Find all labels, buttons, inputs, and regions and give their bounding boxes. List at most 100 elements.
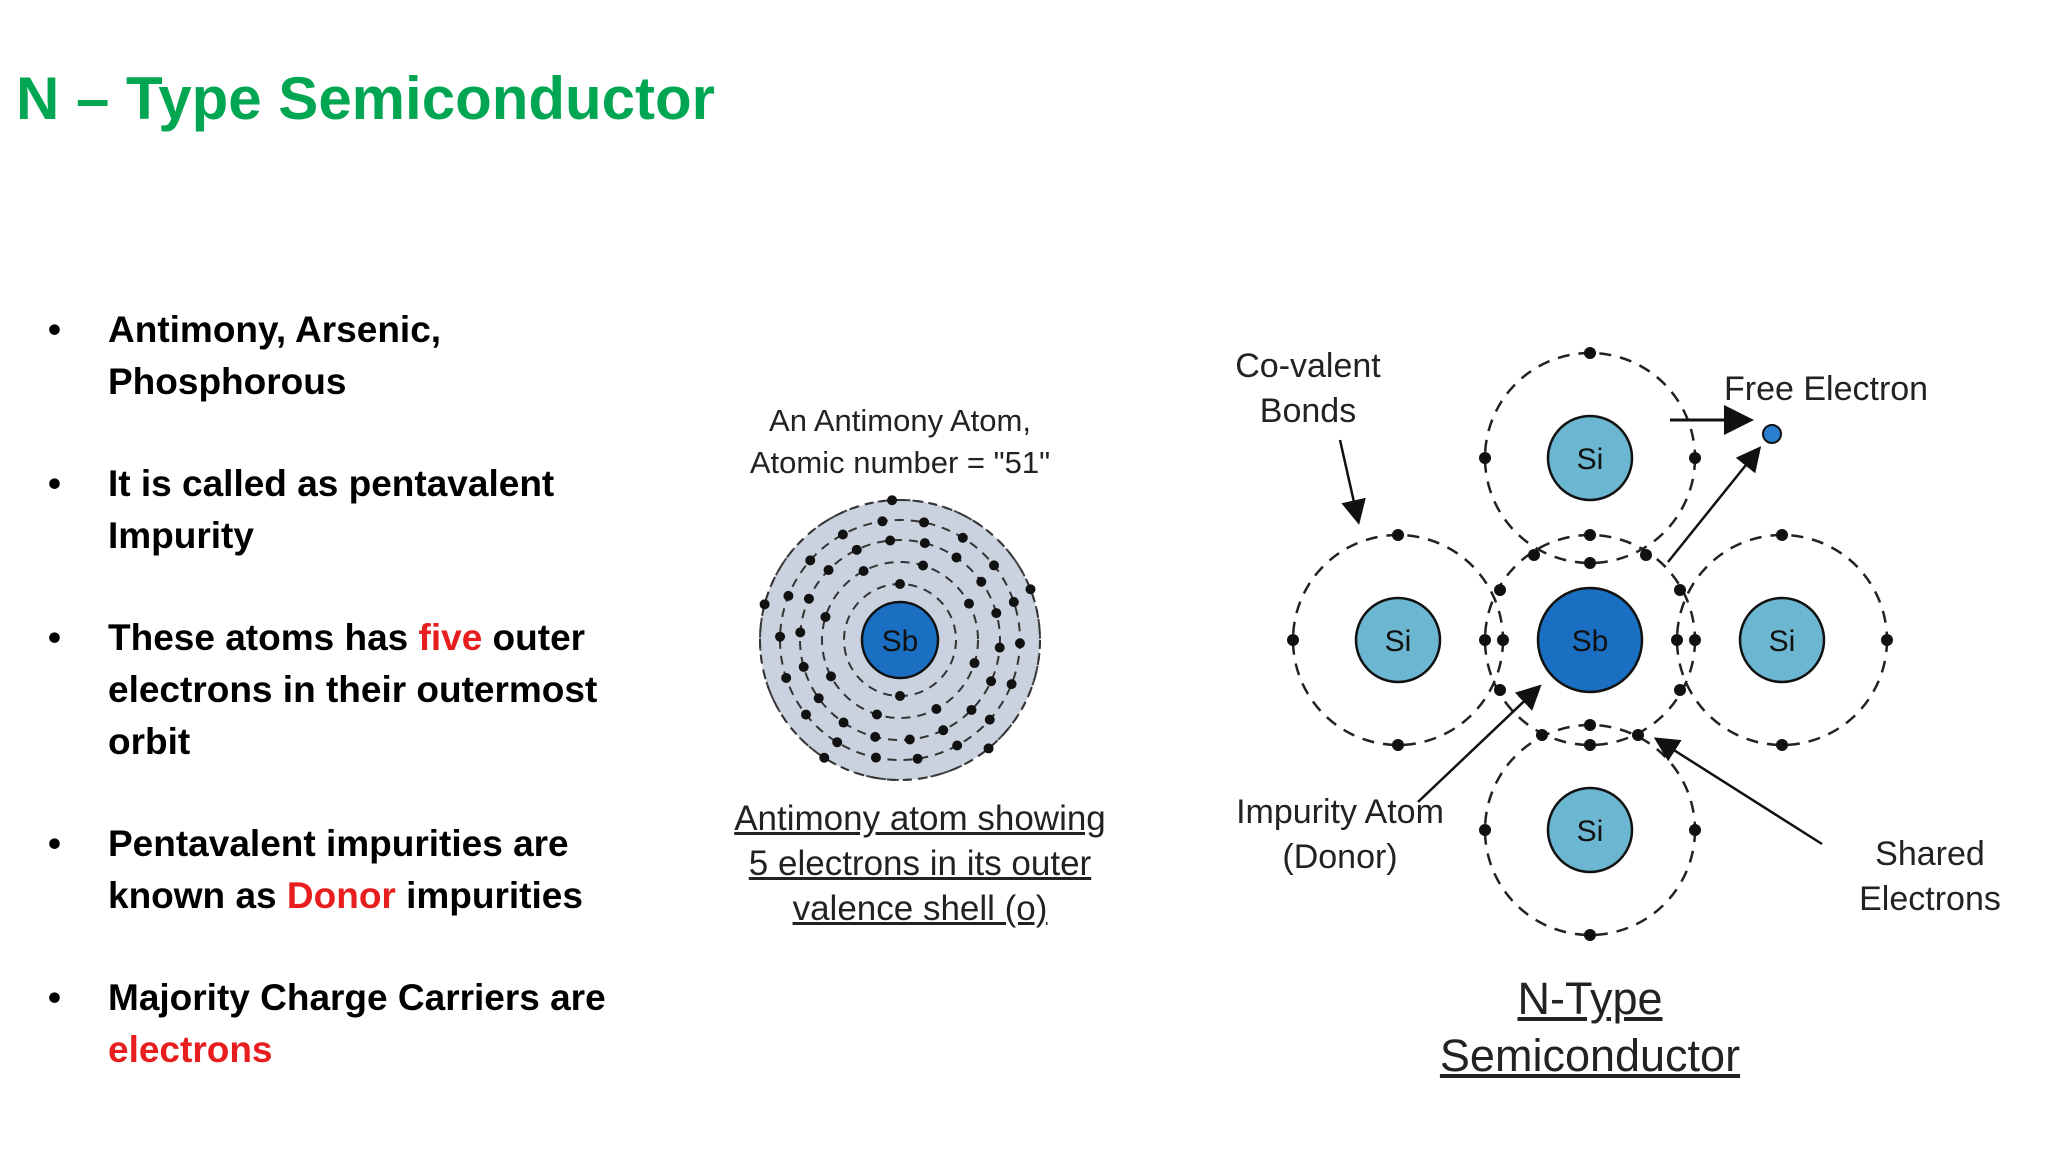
bullet-item: • Antimony, Arsenic, Phosphorous (44, 304, 644, 408)
electron (988, 560, 999, 571)
electron (832, 737, 843, 748)
shared-electron (1528, 549, 1540, 561)
electron (918, 560, 929, 571)
n-type-caption: N-Type Semiconductor (1420, 970, 1760, 1084)
electron (895, 579, 905, 589)
electron (870, 731, 881, 742)
shared-electron (1494, 684, 1506, 696)
electron (1584, 739, 1596, 751)
electron (994, 642, 1005, 653)
electron (938, 725, 949, 736)
bullet-text: outer electrons in their outermost orbit (108, 617, 598, 762)
electron (1392, 529, 1404, 541)
bullet-dot: • (48, 617, 61, 658)
sb-nucleus-label: Sb (882, 625, 919, 658)
electron (912, 753, 923, 764)
si-atom-right-label: Si (1769, 625, 1796, 658)
electron (871, 709, 882, 720)
shared-electrons-arrow (1653, 737, 1823, 846)
electron (1479, 824, 1491, 836)
label-line: Bonds (1259, 392, 1357, 430)
electron (1776, 739, 1788, 751)
electron (819, 752, 830, 763)
si-atom-bottom-nucleus (1546, 786, 1634, 874)
slide-title: N – Type Semiconductor (16, 65, 716, 132)
electron (1671, 634, 1683, 646)
bullet-highlight: Donor (286, 875, 396, 916)
electron (957, 532, 968, 543)
antimony-atom-diagram: Sb (759, 495, 1041, 781)
electron (1497, 634, 1509, 646)
sb-nucleus (860, 600, 940, 680)
bullet-text: These atoms has (108, 617, 419, 658)
electron (1584, 719, 1596, 731)
n-type-caption-line: Semiconductor (1439, 1030, 1741, 1081)
bullet-dot: • (48, 823, 61, 864)
label-shared-electrons: Shared Electrons (1840, 832, 2020, 922)
bullet-text: Antimony, Arsenic, Phosphorous (108, 309, 442, 402)
electron (976, 576, 987, 587)
label-impurity-atom: Impurity Atom (Donor) (1220, 790, 1460, 880)
bond-electrons (1287, 347, 1893, 941)
electron (986, 676, 997, 687)
bullet-dot: • (48, 309, 61, 350)
electron (887, 495, 898, 506)
bullet-item: • Majority Charge Carriers are electrons (44, 972, 644, 1076)
impurity-atom-arrow (1417, 684, 1542, 803)
label-line: Electrons (1859, 880, 2001, 918)
electron (783, 590, 794, 601)
n-type-caption-line: N-Type (1517, 973, 1663, 1024)
electron (984, 714, 995, 725)
label-free-electron: Free Electron (1724, 370, 1929, 408)
electron (1776, 529, 1788, 541)
electron (813, 693, 824, 704)
bullet-text: impurities (395, 875, 583, 916)
electron (870, 752, 881, 763)
bullet-item: • These atoms has five outer electrons i… (44, 612, 644, 768)
bullet-text: Majority Charge Carriers are (108, 977, 606, 1018)
electron (858, 566, 869, 577)
electron (1584, 557, 1596, 569)
electron (803, 593, 814, 604)
electron-shell (799, 539, 1001, 741)
atom-caption-top-line: An Antimony Atom, (769, 403, 1031, 438)
electron (801, 709, 812, 720)
electron (904, 734, 915, 745)
electron (837, 529, 848, 540)
electron (838, 717, 849, 728)
electron (885, 535, 896, 546)
electron (1006, 679, 1017, 690)
electron (805, 555, 816, 566)
free-electron-dot (1762, 424, 1782, 444)
si-atom-left-label: Si (1385, 625, 1412, 658)
bullet-item: • Pentavalent impurities are known as Do… (44, 818, 644, 922)
bullet-text: It is called as pentavalent Impurity (108, 463, 555, 556)
electron (991, 608, 1002, 619)
label-line: Co-valent (1235, 347, 1381, 385)
electron (1584, 347, 1596, 359)
bullet-text: Pentavalent impurities are known as (108, 823, 569, 916)
electron (826, 671, 837, 682)
electron (966, 704, 977, 715)
electron (877, 516, 888, 527)
label-line: (Donor) (1282, 838, 1398, 876)
shared-electron (1494, 584, 1506, 596)
si-atom-right-nucleus (1738, 596, 1826, 684)
shared-electron (1674, 584, 1686, 596)
electron (1584, 529, 1596, 541)
atom-caption-bottom-line: Antimony atom showing (734, 799, 1106, 838)
atom-caption-top-line: Atomic number = "51" (749, 445, 1051, 480)
electron (781, 672, 792, 683)
electron (963, 598, 974, 609)
covalent-bond-arrow (1338, 439, 1366, 525)
electron (969, 658, 980, 669)
bullet-highlight: five (418, 617, 483, 658)
electron (820, 611, 831, 622)
electron (1689, 452, 1701, 464)
atom-caption-bottom: Antimony atom showing 5 electrons in its… (700, 796, 1140, 931)
sb-impurity-atom-nucleus (1536, 586, 1644, 694)
atom-caption-bottom-line: valence shell (o) (792, 889, 1048, 928)
electron (919, 538, 930, 549)
electron (795, 627, 806, 638)
